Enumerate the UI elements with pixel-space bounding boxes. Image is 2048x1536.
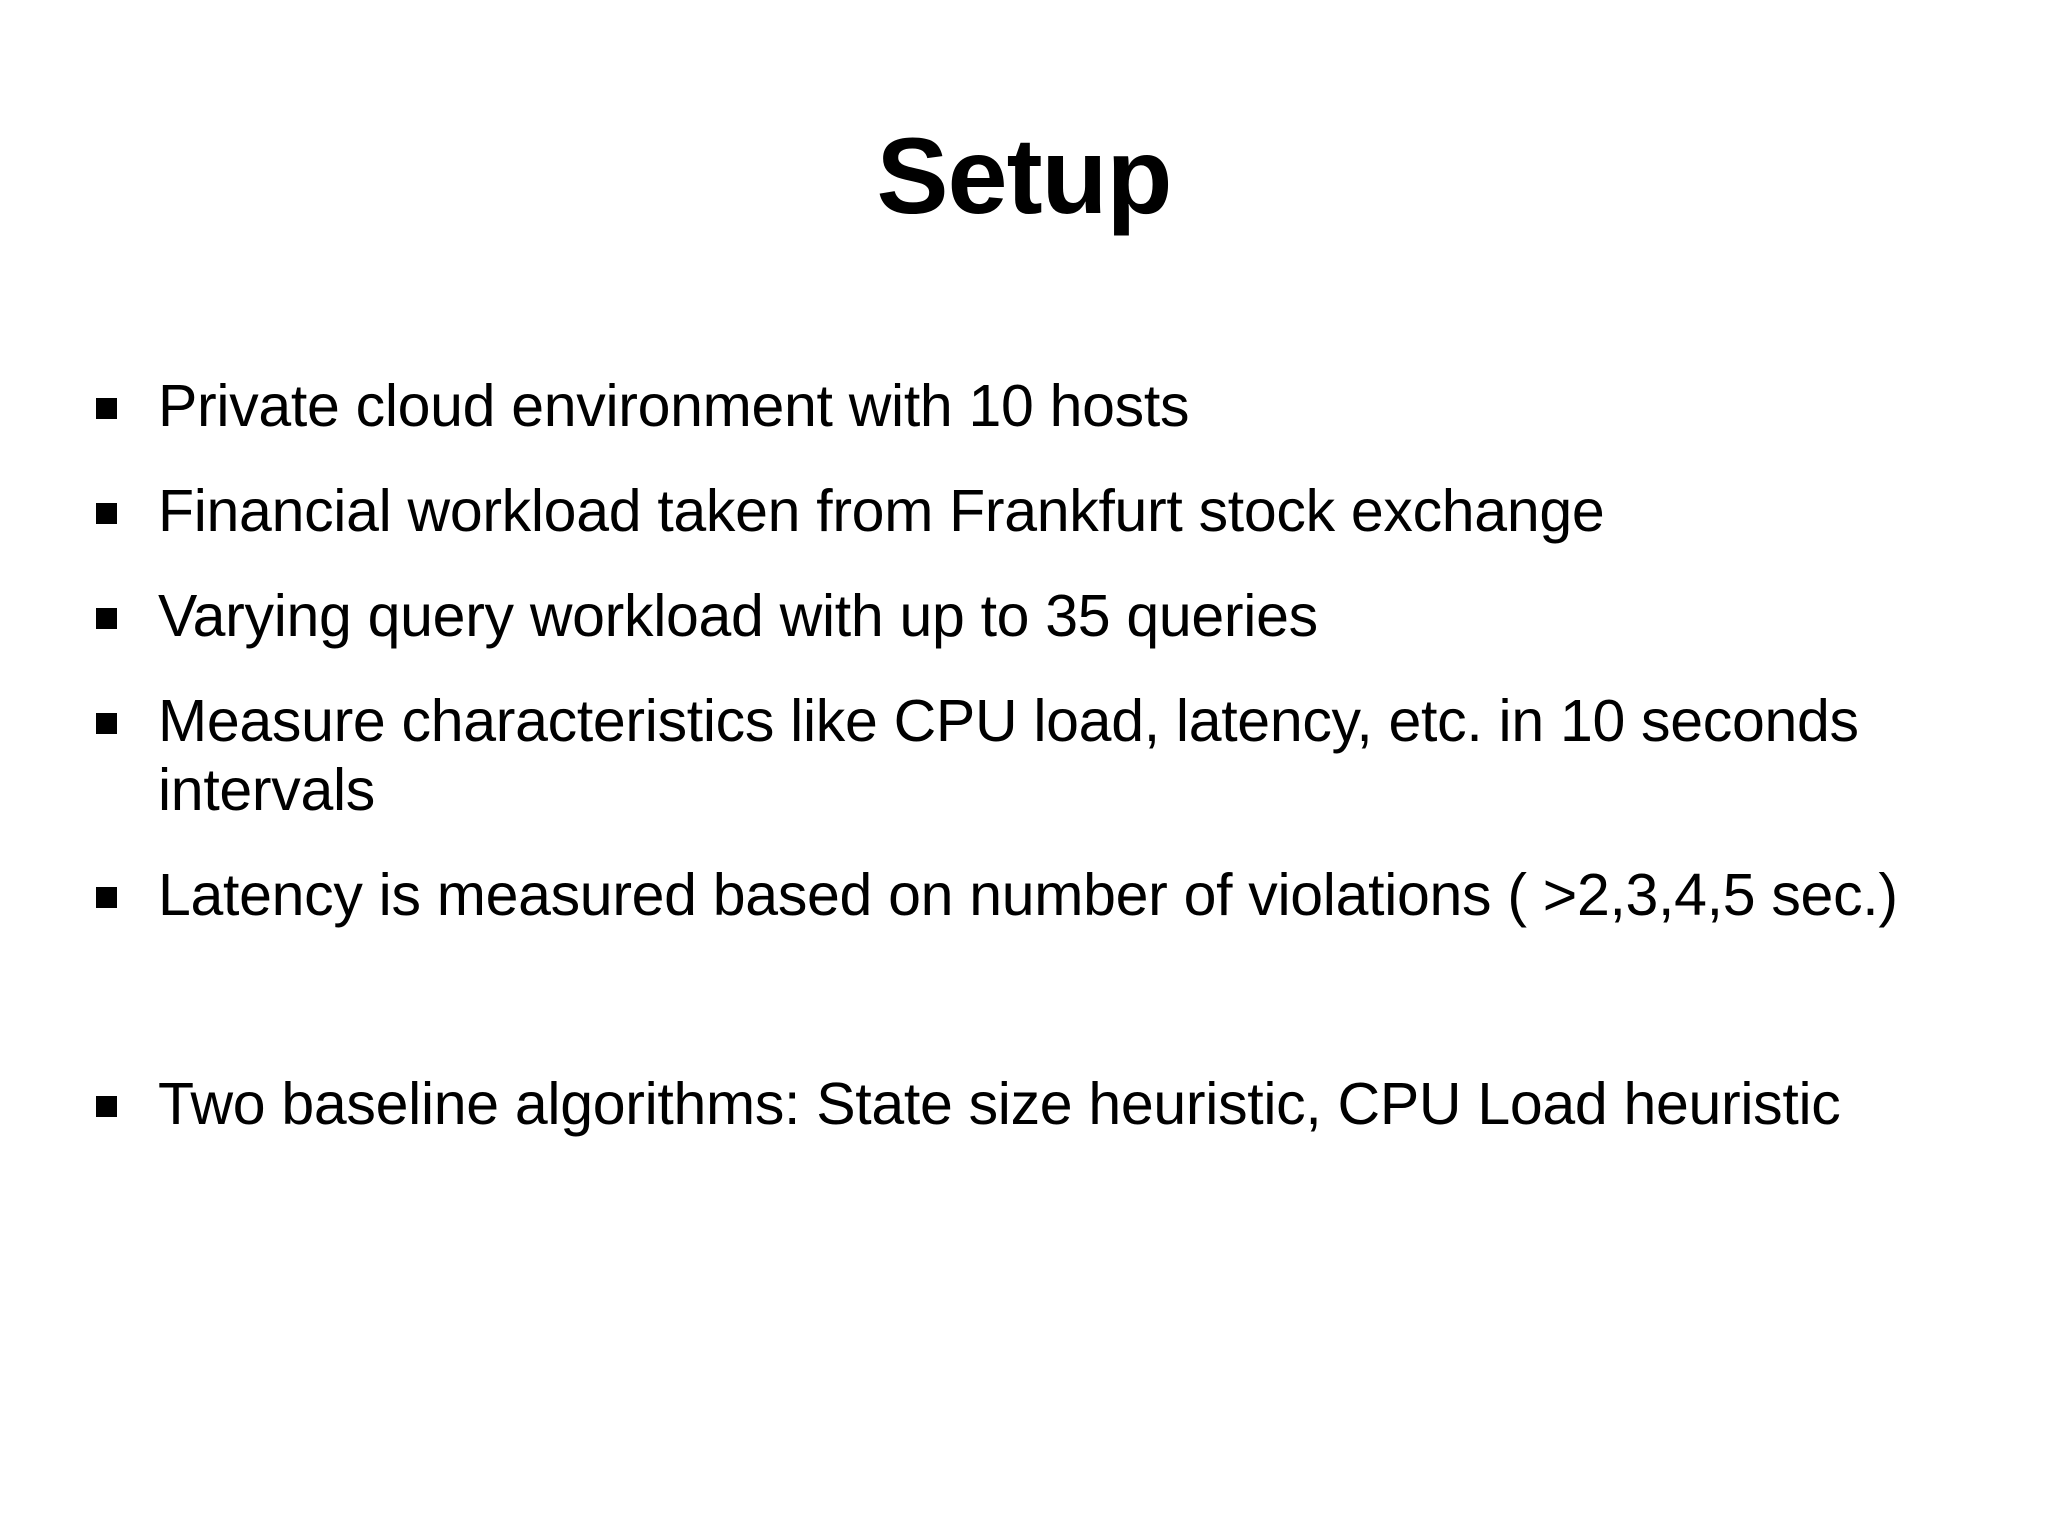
empty-list-row: [96, 966, 1952, 1070]
list-item-label: Varying query workload with up to 35 que…: [158, 583, 1318, 650]
list-item[interactable]: Two baseline algorithms: State size heur…: [96, 1070, 1952, 1139]
list-item[interactable]: Financial workload taken from Frankfurt …: [96, 477, 1952, 546]
bullet-list: Private cloud environment with 10 hosts …: [96, 372, 1952, 1139]
list-item-label: Private cloud environment with 10 hosts: [158, 373, 1190, 439]
list-item[interactable]: Varying query workload with up to 35 que…: [96, 582, 1952, 651]
list-item-label: Latency is measured based on number of v…: [158, 862, 1898, 929]
list-item[interactable]: Measure characteristics like CPU load, l…: [96, 687, 1952, 825]
list-item-label: Measure characteristics like CPU load, l…: [158, 688, 1859, 824]
square-bullet-icon: [96, 861, 158, 909]
square-bullet-icon: [96, 372, 158, 419]
list-item[interactable]: Latency is measured based on number of v…: [96, 861, 1952, 930]
square-bullet-icon: [96, 477, 158, 525]
list-item-label: Two baseline algorithms: State size heur…: [158, 1071, 1841, 1138]
list-item-label: Financial workload taken from Frankfurt …: [158, 478, 1605, 545]
square-bullet-icon: [96, 582, 158, 630]
square-bullet-icon: [96, 1070, 158, 1118]
square-bullet-icon: [96, 687, 158, 735]
page-title: Setup: [876, 115, 1172, 236]
list-item[interactable]: Private cloud environment with 10 hosts: [96, 372, 1952, 441]
